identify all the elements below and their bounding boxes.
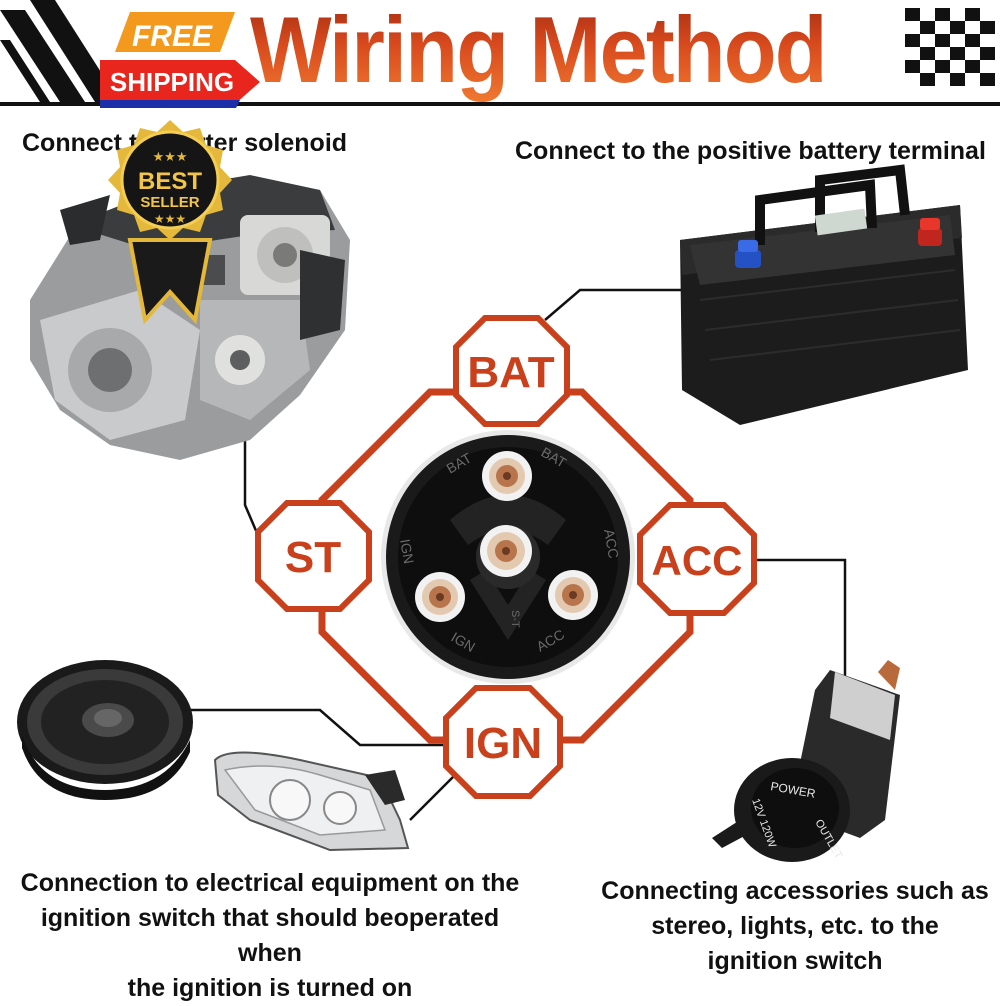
badge-stars-bottom: ★★★ [154,212,186,226]
caption-battery: Connect to the positive battery terminal [515,137,986,165]
speaker-image [17,660,193,800]
badge-stars-top: ★★★ [153,150,188,165]
terminal-label-ign: IGN [464,719,542,768]
power-socket-image: POWER OUTLET 12V 120W [712,660,900,862]
terminal-label-acc: ACC [652,537,743,584]
headlight-image [213,751,410,852]
caption-acc-line3: ignition switch [707,947,883,975]
caption-acc-line1: Connecting accessories such as [601,877,989,905]
racing-stripes [0,0,120,102]
terminal-post-acc [548,570,598,620]
checkered-flag-icon [905,8,995,86]
badge-line2: SELLER [140,194,199,211]
battery-image [680,164,968,425]
hex-acc: ACC [637,502,757,616]
header-divider [0,102,1000,106]
terminal-label-bat: BAT [467,348,554,397]
caption-acc-line2: stereo, lights, etc. to the [651,912,939,940]
wire-bat-battery [544,288,700,321]
terminal-post-ign [415,572,465,622]
face-label-center: S-T [509,610,521,628]
terminal-post-bat [482,451,532,501]
face-label-ign-left: IGN [397,538,417,565]
page-title: Wiring Method [250,0,828,104]
terminal-post-center [480,525,532,577]
caption-ign-line3: the ignition is turned on [127,974,413,1002]
wire-ign-speaker [190,708,450,747]
terminal-label-st: ST [285,533,341,582]
shipping-label: SHIPPING [110,67,234,97]
face-label-acc-right: ACC [601,528,622,560]
caption-ign-line1: Connection to electrical equipment on th… [20,869,520,897]
ignition-switch: BAT BAT IGN IGN ACC ACC S-T [381,430,635,684]
wire-acc-socket [745,558,847,700]
caption-ign: Connection to electrical equipment on th… [10,866,530,1006]
badge-line1: BEST [138,168,202,195]
free-label: FREE [132,20,213,53]
caption-acc: Connecting accessories such as stereo, l… [590,874,1000,979]
hex-st: ST [255,500,372,612]
hex-bat: BAT [453,315,570,427]
best-seller-badge: ★★★ BEST SELLER ★★★ [108,120,232,325]
wire-ign-headlight [409,769,461,821]
caption-ign-line2: ignition switch that should beoperated w… [40,904,500,967]
hex-ign: IGN [443,685,563,799]
free-shipping-banner: FREE SHIPPING [100,12,260,108]
